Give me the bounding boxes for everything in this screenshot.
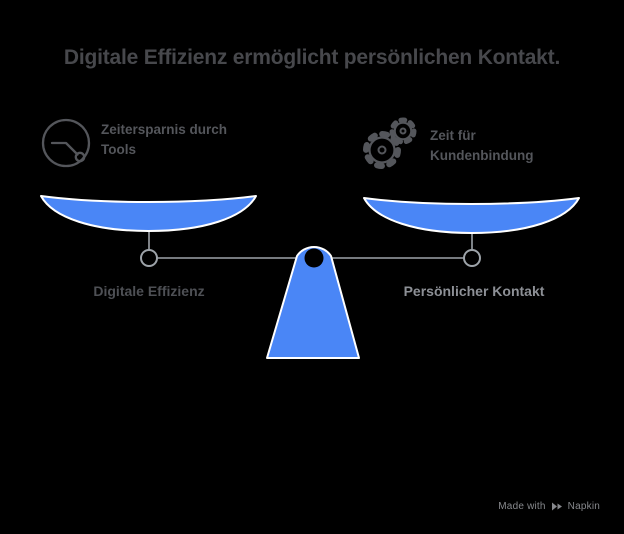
fulcrum [266,246,360,359]
watermark: Made with Napkin [498,501,600,512]
left-pan [40,195,257,232]
right-pan [363,197,580,234]
right-node [463,249,481,267]
gears-icon [363,114,417,175]
legend-item-tools: Zeitersparnis durch Tools [40,117,227,174]
right-pan-label: Persönlicher Kontakt [403,283,545,299]
left-node [140,249,158,267]
watermark-brand: Napkin [567,501,600,512]
clock-icon [40,117,92,174]
watermark-prefix: Made with [498,501,546,512]
legend-text-kundenbindung: Zeit für Kundenbindung [430,126,533,166]
left-pan-label: Digitale Effizienz [93,283,205,299]
legend-item-kundenbindung: Zeit für Kundenbindung [363,114,533,175]
page-title: Digitale Effizienz ermöglicht persönlich… [63,46,561,69]
fulcrum-hole [304,248,324,268]
legend-text-tools-line2: Tools [101,142,136,157]
legend-text-kundenbindung-line1: Zeit für [430,128,476,143]
legend-text-tools: Zeitersparnis durch Tools [101,120,227,160]
legend-text-tools-line1: Zeitersparnis durch [101,122,228,137]
napkin-logo-icon [551,501,563,512]
legend-text-kundenbindung-line2: Kundenbindung [430,148,534,163]
